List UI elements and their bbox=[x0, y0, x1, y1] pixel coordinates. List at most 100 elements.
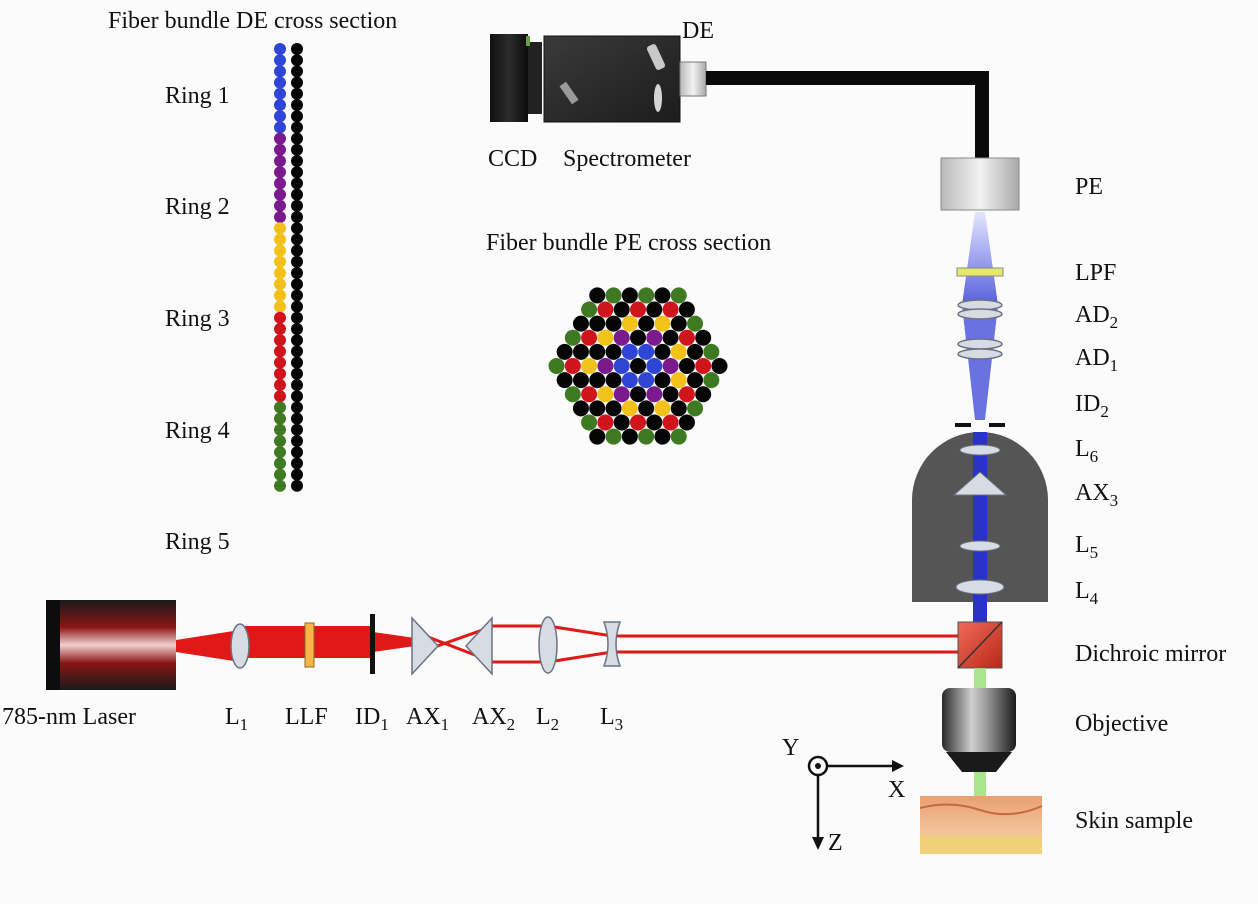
de-fiber-ring5 bbox=[274, 446, 286, 459]
l3-label: L3 bbox=[600, 704, 623, 734]
de-fiber-ring2 bbox=[274, 143, 286, 156]
ad2-label: AD2 bbox=[1075, 302, 1118, 332]
fiber-cable bbox=[706, 71, 989, 158]
de-fiber-black bbox=[291, 233, 303, 246]
de-fiber-ring2 bbox=[274, 199, 286, 212]
pe-fiber-ring5 bbox=[581, 301, 598, 318]
de-fiber-black bbox=[291, 457, 303, 470]
pe-fiber-ring1 bbox=[646, 358, 663, 374]
pe-fiber-ring3 bbox=[597, 386, 614, 403]
de-fiber-ring2 bbox=[274, 177, 286, 190]
pe-fiber-black bbox=[654, 343, 671, 360]
pe-fiber-ring5 bbox=[703, 372, 720, 389]
de-fiber-ring3 bbox=[274, 244, 286, 257]
pe-fiber-black bbox=[678, 414, 695, 431]
de-fiber-black bbox=[291, 401, 303, 414]
de-fiber-black bbox=[291, 479, 303, 492]
de-fiber-black bbox=[291, 334, 303, 347]
pe-fiber-ring1 bbox=[621, 343, 638, 360]
pe-fiber-ring3 bbox=[597, 329, 614, 346]
de-fiber-ring2 bbox=[274, 211, 286, 223]
l4-lens bbox=[955, 579, 1005, 595]
de-fiber-black bbox=[291, 155, 303, 167]
pe-fiber-ring3 bbox=[621, 400, 638, 417]
de-fiber-ring4 bbox=[274, 367, 286, 380]
lpf-filter bbox=[956, 267, 1004, 277]
pe-fiber-ring3 bbox=[621, 315, 638, 332]
axis-z-label: Z bbox=[828, 830, 843, 856]
pe-fiber-black bbox=[646, 414, 663, 431]
pe-fiber-black bbox=[605, 343, 622, 360]
pe-fiber-black bbox=[711, 358, 728, 374]
pe-fiber-black bbox=[621, 287, 638, 304]
llf-label: LLF bbox=[285, 704, 328, 730]
pe-fiber-ring5 bbox=[605, 287, 622, 304]
l5-label: L5 bbox=[1075, 532, 1098, 562]
ax1-label: AX1 bbox=[406, 704, 449, 734]
de-fiber-black bbox=[291, 412, 303, 425]
de-fiber-ring5 bbox=[274, 423, 286, 436]
pe-fiber-black bbox=[621, 428, 638, 445]
de-fiber-ring3 bbox=[274, 289, 286, 302]
de-fiber-black bbox=[291, 99, 303, 111]
pe-fiber-ring4 bbox=[630, 301, 646, 318]
pe-fiber-black bbox=[572, 343, 589, 360]
laser-source bbox=[46, 600, 176, 690]
de-fiber-ring4 bbox=[274, 334, 286, 347]
de-fiber-black bbox=[291, 356, 303, 369]
l1-label: L1 bbox=[225, 704, 248, 734]
skin-sample bbox=[919, 796, 1043, 854]
de-fiber-ring1 bbox=[274, 121, 286, 134]
de-fiber-ring3 bbox=[274, 255, 286, 268]
pe-fiber-ring5 bbox=[670, 428, 687, 445]
de-fiber-ring4 bbox=[274, 379, 286, 391]
pe-fiber-ring4 bbox=[695, 358, 712, 374]
pe-fiber-ring3 bbox=[670, 343, 687, 360]
pe-fiber-ring2 bbox=[646, 329, 663, 346]
pe-fiber-ring5 bbox=[638, 428, 655, 445]
ax2-axicon bbox=[464, 616, 493, 676]
pe-fiber-bundle bbox=[548, 287, 728, 445]
de-fiber-ring1 bbox=[274, 54, 286, 67]
de-fiber-black bbox=[291, 222, 303, 235]
de-fiber-ring2 bbox=[274, 132, 286, 145]
spectrometer-label: Spectrometer bbox=[563, 146, 691, 172]
pe-fiber-black bbox=[572, 372, 589, 389]
pe-connector bbox=[940, 157, 1020, 211]
de-fiber-bundle bbox=[274, 43, 303, 492]
ad2-doublet bbox=[957, 299, 1003, 320]
pe-fiber-ring5 bbox=[703, 343, 720, 360]
de-fiber-ring5 bbox=[274, 435, 286, 447]
de-fiber-ring1 bbox=[274, 87, 286, 100]
pe-fiber-ring2 bbox=[662, 358, 679, 374]
de-fiber-black bbox=[291, 166, 303, 179]
pe-fiber-black bbox=[556, 343, 573, 360]
pe-fiber-ring5 bbox=[548, 358, 565, 374]
pe-fiber-black bbox=[678, 301, 695, 318]
ax3-label: AX3 bbox=[1075, 480, 1118, 510]
ccd-label: CCD bbox=[488, 146, 537, 172]
de-fiber-black bbox=[291, 278, 303, 291]
pe-fiber-ring4 bbox=[630, 414, 646, 431]
de-fiber-ring4 bbox=[274, 311, 286, 324]
l2-label: L2 bbox=[536, 704, 559, 734]
pe-fiber-black bbox=[662, 386, 679, 403]
axis-x-label: X bbox=[888, 777, 905, 803]
pe-fiber-ring5 bbox=[687, 315, 704, 332]
pe-fiber-ring4 bbox=[597, 301, 614, 318]
pe-fiber-black bbox=[589, 428, 606, 445]
pe-fiber-black bbox=[654, 428, 671, 445]
de-fiber-black bbox=[291, 255, 303, 268]
pe-fiber-black bbox=[605, 315, 622, 332]
pe-fiber-ring4 bbox=[581, 386, 598, 403]
de-fiber-black bbox=[291, 110, 303, 123]
de-fiber-black bbox=[291, 87, 303, 100]
pe-fiber-ring2 bbox=[613, 386, 630, 403]
pe-fiber-black bbox=[695, 329, 712, 346]
l2-lens bbox=[538, 616, 558, 674]
ad1-label: AD1 bbox=[1075, 345, 1118, 375]
pe-fiber-ring2 bbox=[597, 358, 614, 374]
pe-fiber-black bbox=[670, 315, 687, 332]
ccd-camera bbox=[490, 34, 542, 122]
